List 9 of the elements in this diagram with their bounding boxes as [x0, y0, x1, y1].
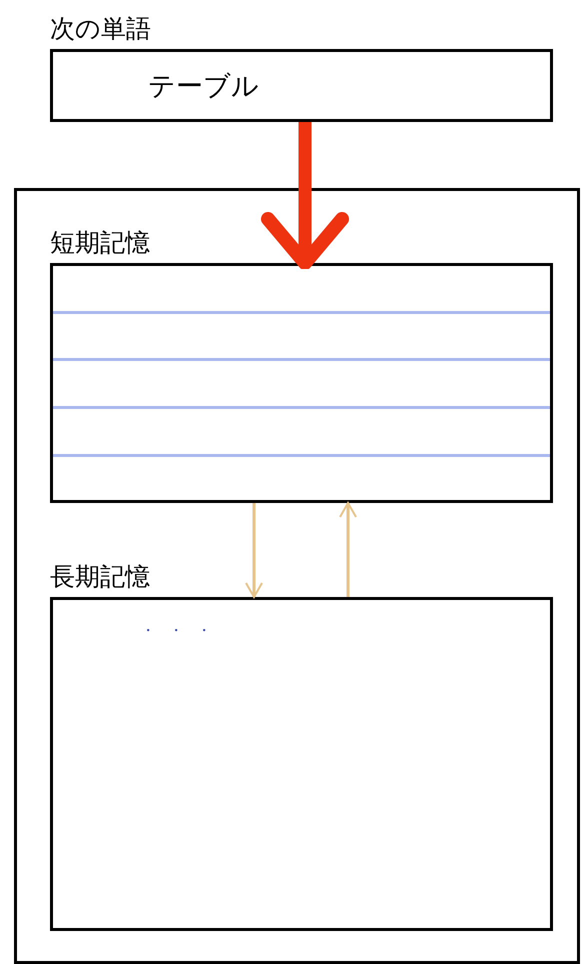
- word-label: テーブル: [148, 70, 259, 104]
- arrow: [261, 122, 349, 270]
- heading-label: 長期記憶: [50, 561, 150, 593]
- arrow: [339, 502, 357, 597]
- arrow: [245, 503, 263, 598]
- outer-frame: [14, 188, 580, 964]
- ellipsis-text: ・・・: [141, 622, 225, 640]
- heading-label: 短期記憶: [50, 227, 150, 259]
- heading-label: 次の単語: [50, 13, 151, 45]
